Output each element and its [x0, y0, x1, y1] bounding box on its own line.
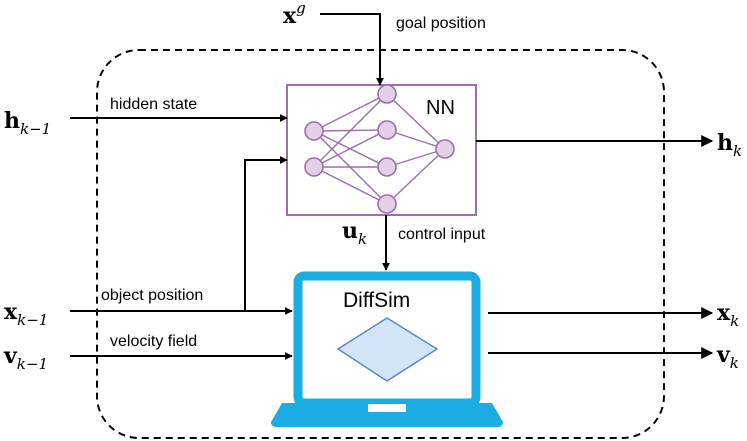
velocity-field-label: velocity field	[110, 333, 197, 350]
laptop-touchpad	[368, 404, 406, 412]
position-out-symbol: xk	[717, 300, 739, 330]
nn-block: NN	[286, 84, 477, 216]
nn-hidden-node	[377, 84, 397, 104]
laptop-base	[271, 403, 503, 427]
connections	[70, 13, 714, 360]
nn-input-node	[304, 157, 324, 177]
nn-nodes	[304, 84, 455, 214]
goal-symbol: xg	[283, 0, 306, 29]
diffsim-laptop: DiffSim	[271, 271, 503, 427]
goal-arrow	[320, 13, 384, 86]
control-symbol: uk	[342, 218, 367, 248]
nn-input-node	[304, 121, 324, 141]
nn-edges	[313, 93, 446, 205]
nn-label: NN	[426, 97, 455, 119]
nn-output-node	[435, 139, 455, 159]
position-branch-arrow	[244, 156, 288, 311]
goal-position-label: goal position	[396, 15, 486, 32]
velocity-out-symbol: vk	[716, 342, 739, 372]
hidden-state-label: hidden state	[110, 96, 197, 113]
nn-hidden-node	[377, 120, 397, 140]
velocity-in-symbol: vk−1	[3, 343, 48, 373]
nn-hidden-node	[377, 194, 397, 214]
nn-hidden-node	[377, 157, 397, 177]
hidden-in-symbol: hk−1	[4, 108, 51, 138]
control-input-label: control input	[398, 226, 486, 243]
object-position-label: object position	[101, 287, 203, 304]
hidden-out-symbol: hk	[717, 130, 742, 160]
diffsim-diamond	[336, 317, 439, 382]
position-in-symbol: xk−1	[4, 299, 48, 329]
diffsim-label: DiffSim	[343, 289, 410, 312]
